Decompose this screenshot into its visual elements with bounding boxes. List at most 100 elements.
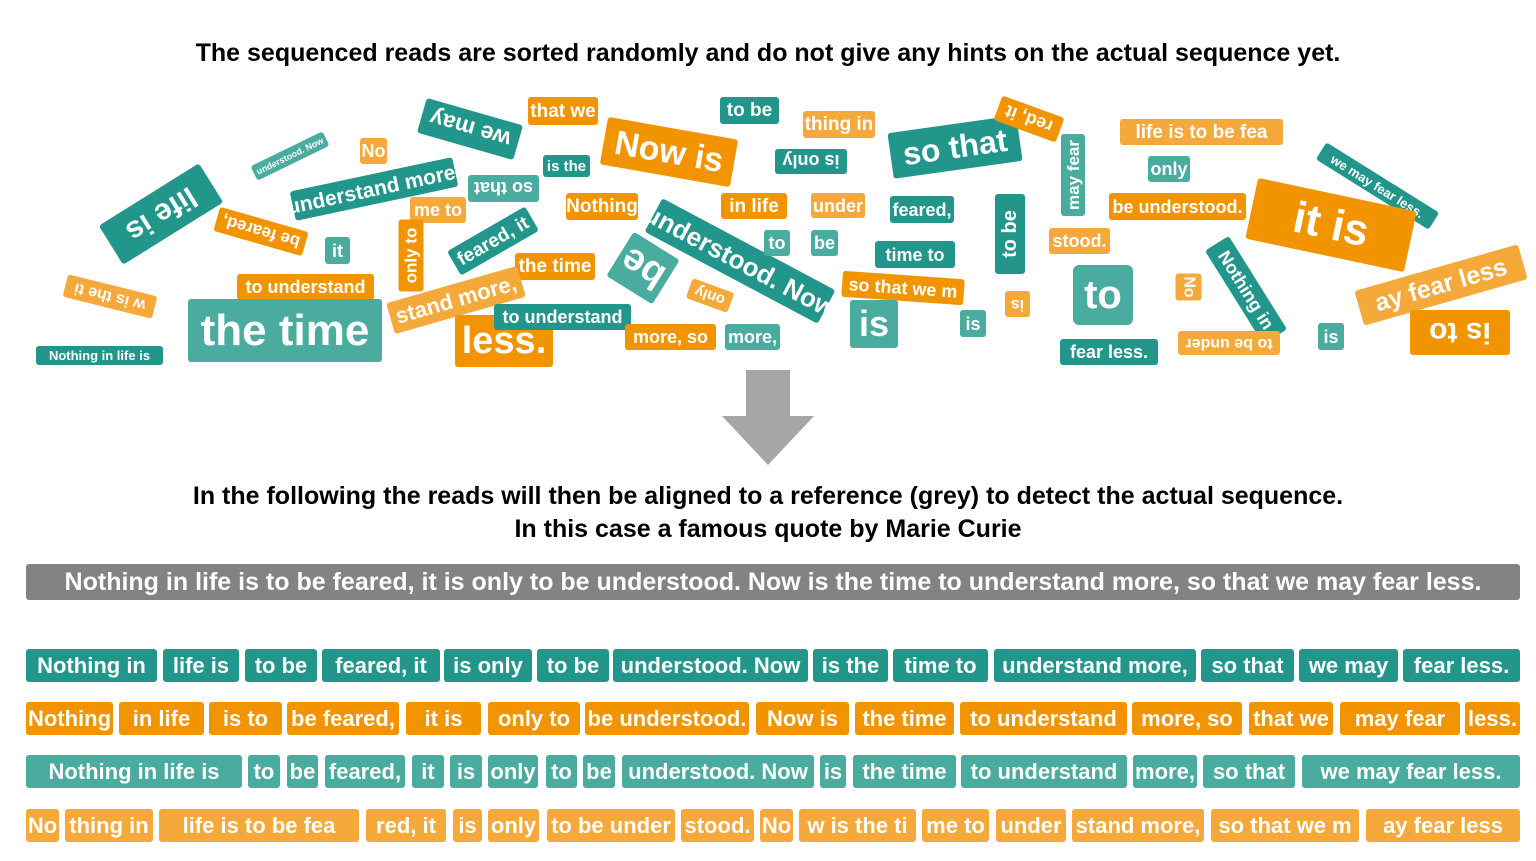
- read-segment: Nothing: [26, 702, 113, 735]
- read-segment: we may fear less.: [1302, 755, 1520, 788]
- reference-sequence: Nothing in life is to be feared, it is o…: [26, 564, 1520, 600]
- read-chip: Nothing in: [1204, 235, 1288, 345]
- read-chip: is: [850, 300, 898, 348]
- read-segment: to understand: [960, 702, 1127, 735]
- read-segment: No: [26, 809, 59, 842]
- read-segment: we may: [1299, 649, 1398, 682]
- read-chip: to: [1073, 265, 1133, 325]
- read-chip: thing in: [803, 111, 875, 138]
- read-chip: only: [685, 278, 735, 313]
- read-chip: is: [1005, 291, 1030, 317]
- read-chip: to understand: [237, 274, 374, 300]
- read-segment: only: [488, 755, 538, 788]
- read-segment: the time: [853, 755, 956, 788]
- read-chip: No: [1175, 273, 1202, 301]
- read-chip: No: [360, 138, 387, 164]
- read-chip: fear less.: [1060, 339, 1158, 365]
- aligned-row-2: Nothing in life is to be feared, it is o…: [26, 702, 1520, 735]
- read-segment: me to: [922, 809, 989, 842]
- read-chip: life is: [98, 163, 224, 265]
- read-segment: in life: [119, 702, 204, 735]
- read-chip: so that: [887, 115, 1023, 179]
- read-chip: to be: [720, 97, 779, 124]
- read-segment: to: [546, 755, 577, 788]
- read-segment: understand more,: [994, 649, 1196, 682]
- read-segment: Now is: [756, 702, 849, 735]
- read-chip: we may: [416, 97, 524, 161]
- read-segment: is to: [209, 702, 282, 735]
- read-segment: fear less.: [1403, 649, 1520, 682]
- read-chip: is only: [775, 149, 847, 174]
- read-segment: No: [760, 809, 793, 842]
- read-chip: understood. Now: [250, 131, 330, 181]
- read-chip: in life: [721, 193, 787, 219]
- read-segment: so that we m: [1211, 809, 1359, 842]
- read-chip: Nothing in life is: [36, 346, 163, 365]
- read-chip: so that: [468, 175, 539, 202]
- read-segment: ay fear less: [1366, 809, 1520, 842]
- read-chip: to be: [995, 194, 1025, 274]
- read-chip: is the: [543, 155, 590, 177]
- read-chip: the time: [188, 299, 382, 362]
- read-chip: may fear: [1061, 134, 1085, 216]
- read-chip: be: [811, 230, 838, 256]
- read-segment: more, so: [1132, 702, 1242, 735]
- read-segment: understood. Now: [622, 755, 814, 788]
- read-chip: under: [811, 193, 865, 218]
- read-segment: life is: [163, 649, 239, 682]
- read-chip: only to: [398, 219, 424, 292]
- read-segment: only to: [488, 702, 580, 735]
- read-segment: to be: [245, 649, 317, 682]
- aligned-row-3: Nothing in life is to be feared, it is o…: [26, 755, 1520, 788]
- read-segment: is: [450, 755, 482, 788]
- read-chip: time to: [875, 241, 955, 268]
- read-segment: to understand: [961, 755, 1127, 788]
- read-segment: w is the ti: [799, 809, 916, 842]
- read-segment: is the: [813, 649, 888, 682]
- read-segment: is: [453, 809, 482, 842]
- read-segment: Nothing in life is: [26, 755, 242, 788]
- read-segment: be: [287, 755, 318, 788]
- read-segment: life is to be fea: [159, 809, 359, 842]
- read-segment: so that: [1201, 649, 1294, 682]
- read-segment: that we: [1249, 702, 1333, 735]
- read-segment: be: [583, 755, 615, 788]
- read-chip: feared,: [890, 196, 954, 223]
- read-segment: the time: [855, 702, 954, 735]
- aligned-row-4: No thing in life is to be fea red, it is…: [26, 809, 1520, 842]
- down-arrow-icon: [722, 370, 814, 465]
- read-segment: stood.: [681, 809, 754, 842]
- aligned-row-1: Nothing in life is to be feared, it is o…: [26, 649, 1520, 682]
- read-chip: me to: [410, 197, 466, 223]
- mid-caption-line1: In the following the reads will then be …: [192, 482, 1344, 510]
- read-segment: to be under: [547, 809, 675, 842]
- read-segment: to be: [537, 649, 609, 682]
- read-segment: stand more,: [1072, 809, 1204, 842]
- read-segment: is only: [444, 649, 532, 682]
- read-chip: Nothing: [566, 193, 638, 220]
- read-segment: to: [248, 755, 280, 788]
- read-chip: is: [1318, 323, 1344, 350]
- read-segment: may fear: [1340, 702, 1460, 735]
- read-segment: understood. Now: [613, 649, 808, 682]
- read-segment: is: [820, 755, 846, 788]
- read-segment: red, it: [366, 809, 446, 842]
- read-chip: Now is: [599, 116, 739, 188]
- read-chip: is: [960, 310, 986, 337]
- read-chip: to: [764, 230, 790, 256]
- read-chip: more,: [725, 324, 780, 350]
- read-segment: be feared,: [287, 702, 399, 735]
- top-caption: The sequenced reads are sorted randomly …: [195, 39, 1341, 67]
- read-segment: only: [488, 809, 539, 842]
- read-segment: so that: [1203, 755, 1295, 788]
- read-chip: to understand: [494, 304, 631, 330]
- read-segment: it: [412, 755, 444, 788]
- read-chip: only: [1148, 156, 1190, 182]
- read-chip: life is to be fea: [1120, 119, 1283, 145]
- read-segment: more,: [1133, 755, 1197, 788]
- read-chip: it: [325, 237, 350, 264]
- read-chip: more, so: [625, 324, 716, 350]
- read-chip: is to: [1410, 310, 1510, 355]
- read-chip: be understood.: [1109, 193, 1246, 220]
- read-chip: stood.: [1049, 228, 1110, 254]
